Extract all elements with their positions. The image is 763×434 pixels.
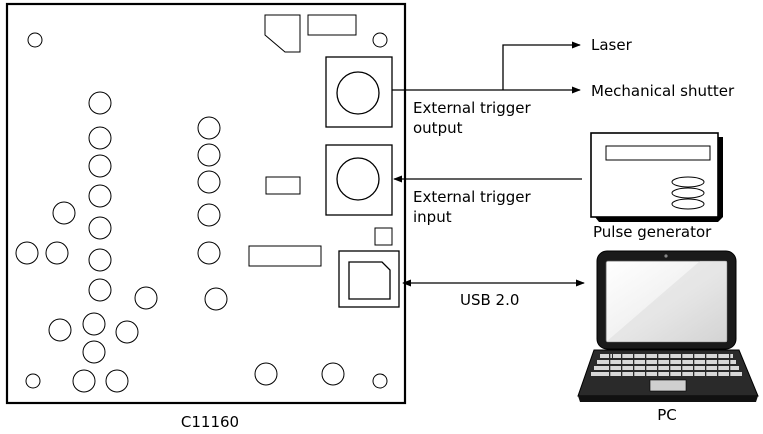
board-label: C11160 [181, 413, 239, 431]
pulse-generator-knobs [671, 176, 705, 210]
trigger-output-connector [325, 56, 393, 128]
pulse-generator-label: Pulse generator [593, 223, 712, 241]
pc-touchpad [649, 379, 687, 392]
trigger-input-label-line2: input [413, 208, 452, 226]
trigger-output-lines [392, 41, 581, 94]
laser-label: Laser [591, 36, 633, 54]
board-components-middle [197, 116, 393, 386]
pc-laptop [577, 250, 759, 402]
trigger-output-label-line2: output [413, 119, 463, 137]
pc-label: PC [657, 406, 677, 424]
c11160-board: C11160 [5, 2, 407, 431]
board-components-left [15, 91, 158, 393]
pulse-generator [590, 132, 723, 222]
pc-keyboard [591, 354, 742, 376]
usb-connector [338, 250, 400, 308]
trigger-input-label-line1: External trigger [413, 188, 531, 206]
trigger-input-connector [325, 144, 393, 216]
usb-label: USB 2.0 [460, 291, 519, 309]
mechanical-shutter-label: Mechanical shutter [591, 82, 735, 100]
trigger-output-label-line1: External trigger [413, 99, 531, 117]
